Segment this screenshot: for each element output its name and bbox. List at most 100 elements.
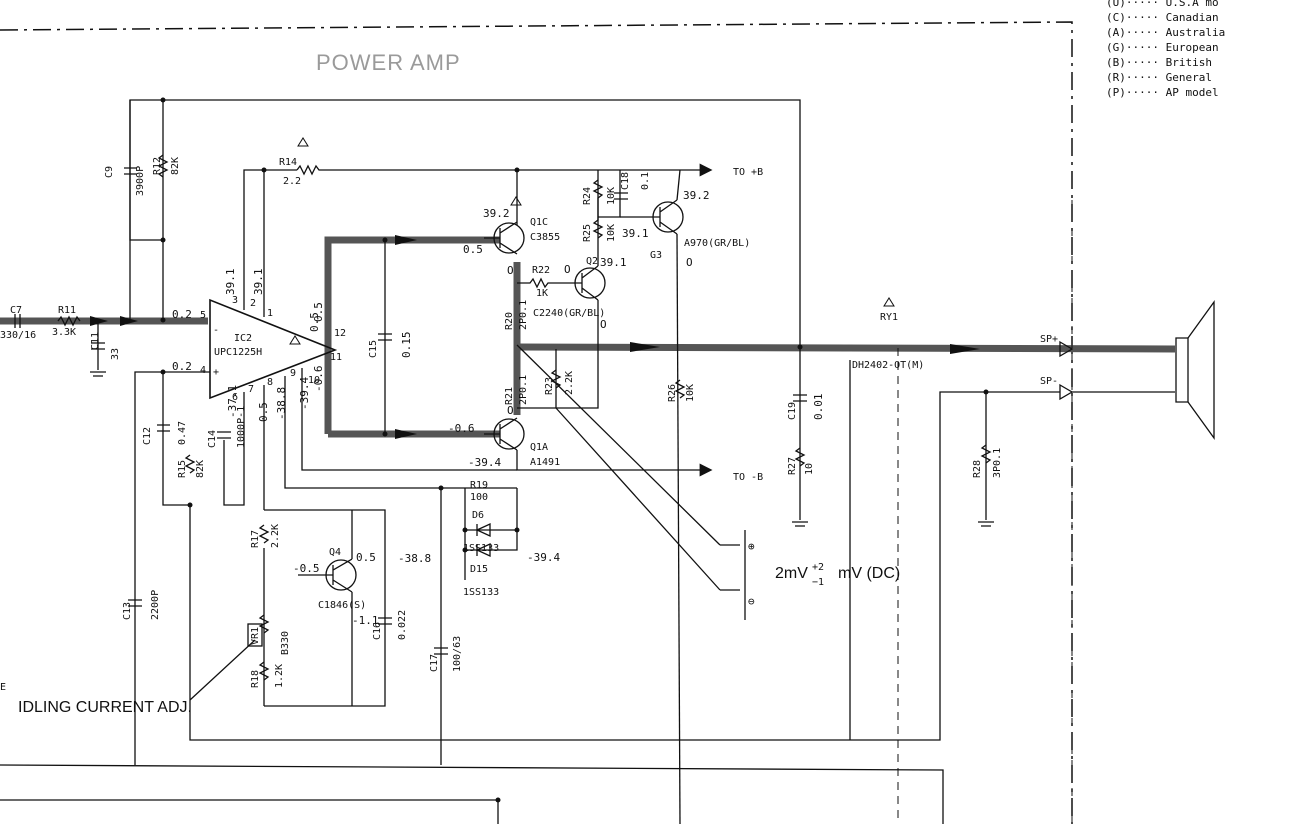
volt: -39.4: [468, 456, 501, 469]
pin-10: 10: [308, 375, 320, 386]
volt: -0.5: [293, 562, 320, 575]
feedback-network: C9 3900P R12 82K: [104, 97, 801, 347]
r21-ref: R21: [504, 387, 515, 405]
c16-value: 0.022: [397, 610, 408, 640]
r20-ref: R20: [504, 312, 515, 330]
volt: -39.4: [527, 551, 560, 564]
volt: 0.5: [312, 302, 325, 322]
volt: O: [507, 264, 514, 277]
r19-value: 100: [470, 492, 488, 503]
volt: -38.8: [275, 387, 288, 420]
bottom-rails: [0, 200, 1073, 824]
edge-letter: E: [0, 682, 6, 693]
volt: 0.5: [356, 551, 376, 564]
c7-ref: C7: [10, 305, 22, 316]
offset-unit: mV (DC): [838, 565, 900, 582]
r14-ref: R14: [279, 157, 297, 168]
r24-ref: R24: [582, 187, 593, 205]
r17-value: 2.2K: [270, 524, 281, 548]
r25-value: 10K: [606, 224, 617, 242]
model-legend: (U)····· U.S.A mo (C)····· Canadian (A)·…: [1106, 0, 1225, 99]
q1c-part: C3855: [530, 232, 560, 243]
legend-item: (R)····· General: [1106, 71, 1212, 84]
pin-3: 3: [232, 295, 238, 306]
r22-ref: R22: [532, 265, 550, 276]
volt: 0.2: [172, 360, 192, 373]
volt: 39.2: [483, 207, 510, 220]
volt: -0.6: [312, 366, 325, 393]
volt: -38.8: [398, 552, 431, 565]
c16-ref: C16: [372, 622, 383, 640]
r26-value: 10K: [685, 384, 696, 402]
r27-value: 10: [804, 463, 815, 475]
volt: 39.1: [252, 269, 265, 296]
volt: 39.1: [600, 256, 627, 269]
volt: 39.1: [622, 227, 649, 240]
volt: 0.5: [463, 243, 483, 256]
c11-value: 33: [110, 348, 121, 360]
q1a-transistor: -0.6 -39.4 Q1A A1491 O TO -B: [448, 404, 763, 483]
zobel-network: C19 0.01 R27 10: [787, 344, 825, 527]
r26-ref: R26: [667, 384, 678, 402]
r14-value: 2.2: [283, 176, 301, 187]
pin-6: 6: [232, 392, 238, 403]
idling-current-label: IDLING CURRENT ADJ.: [18, 699, 192, 716]
volt: -1.1: [352, 614, 379, 627]
r18-value: 1.2K: [274, 664, 285, 688]
c14-ref: C14: [207, 430, 218, 448]
legend-item: (B)····· British: [1106, 56, 1212, 69]
pin-5: 5: [200, 310, 206, 321]
pin-9: 9: [290, 368, 296, 379]
r15-value: 82K: [195, 460, 206, 478]
ic2-opamp: IC2 UPC1225H - + 5 4 3 2 1 12 11 10 9 8 …: [200, 295, 346, 403]
ic2-wiring: TO +B R14 2.2 39.1 39.1 0.2 0.2 0.5 -0.6…: [122, 137, 1060, 765]
c13-value: 2200P: [150, 590, 161, 620]
offset-tolerance-plus: +2: [812, 562, 824, 573]
ic2-plus: +: [213, 367, 219, 378]
c17-ref: C17: [429, 654, 440, 672]
offset-tolerance-minus: −1: [812, 577, 824, 588]
c9-ref: C9: [104, 166, 115, 178]
volt: -0.6: [448, 422, 475, 435]
ic2-ref: IC2: [234, 333, 252, 344]
pin-12: 12: [334, 328, 346, 339]
q2-ref: Q2: [586, 256, 598, 267]
positive-probe: ⊕: [748, 540, 755, 553]
r20-value: 2P0.1: [518, 300, 529, 330]
volt: O: [564, 263, 571, 276]
q3-ref: G3: [650, 250, 662, 261]
bias-network: R19 100 D6 1SS133 D15 1SS133 -38.8 -39.4…: [398, 480, 560, 765]
r11-value: 3.3K: [52, 327, 76, 338]
r28-ref: R28: [972, 460, 983, 478]
section-title: POWER AMP: [316, 50, 461, 75]
sp-minus-label: SP-: [1040, 376, 1058, 387]
r15-ref: R15: [177, 460, 188, 478]
q4-part: C1846(S): [318, 600, 366, 611]
relay-ry1: RY1 DH2402-OT(M): [849, 297, 924, 824]
c19-ref: C19: [787, 402, 798, 420]
legend-item: (U)····· U.S.A mo: [1106, 0, 1219, 9]
c18-value: 0.1: [640, 172, 651, 190]
pin-4: 4: [200, 365, 206, 376]
c18-ref: C18: [620, 172, 631, 190]
r12-ref: R12: [152, 157, 163, 175]
c13-ref: C13: [122, 602, 133, 620]
r19-ref: R19: [470, 480, 488, 491]
volt: O: [686, 256, 693, 269]
c15-value: 0.15: [400, 332, 413, 359]
d15-value: 1SS133: [463, 587, 499, 598]
c15-ref: C15: [368, 340, 379, 358]
legend-item: (C)····· Canadian: [1106, 11, 1219, 24]
r25-ref: R25: [582, 224, 593, 242]
q4-transistor: -0.5 0.5 Q4 C1846(S) -1.1 C16 0.022 R17 …: [247, 509, 408, 707]
r12-value: 82K: [170, 157, 181, 175]
q1c-ref: Q1C: [530, 217, 548, 228]
pin-1: 1: [267, 308, 273, 319]
pin-7: 7: [248, 384, 254, 395]
c7-value: 330/16: [0, 330, 36, 341]
q1c-transistor: 39.2 0.5 Q1C C3855 O: [463, 196, 560, 277]
q1a-part: A1491: [530, 457, 560, 468]
volt: O: [600, 318, 607, 331]
r22-value: 1K: [536, 288, 548, 299]
